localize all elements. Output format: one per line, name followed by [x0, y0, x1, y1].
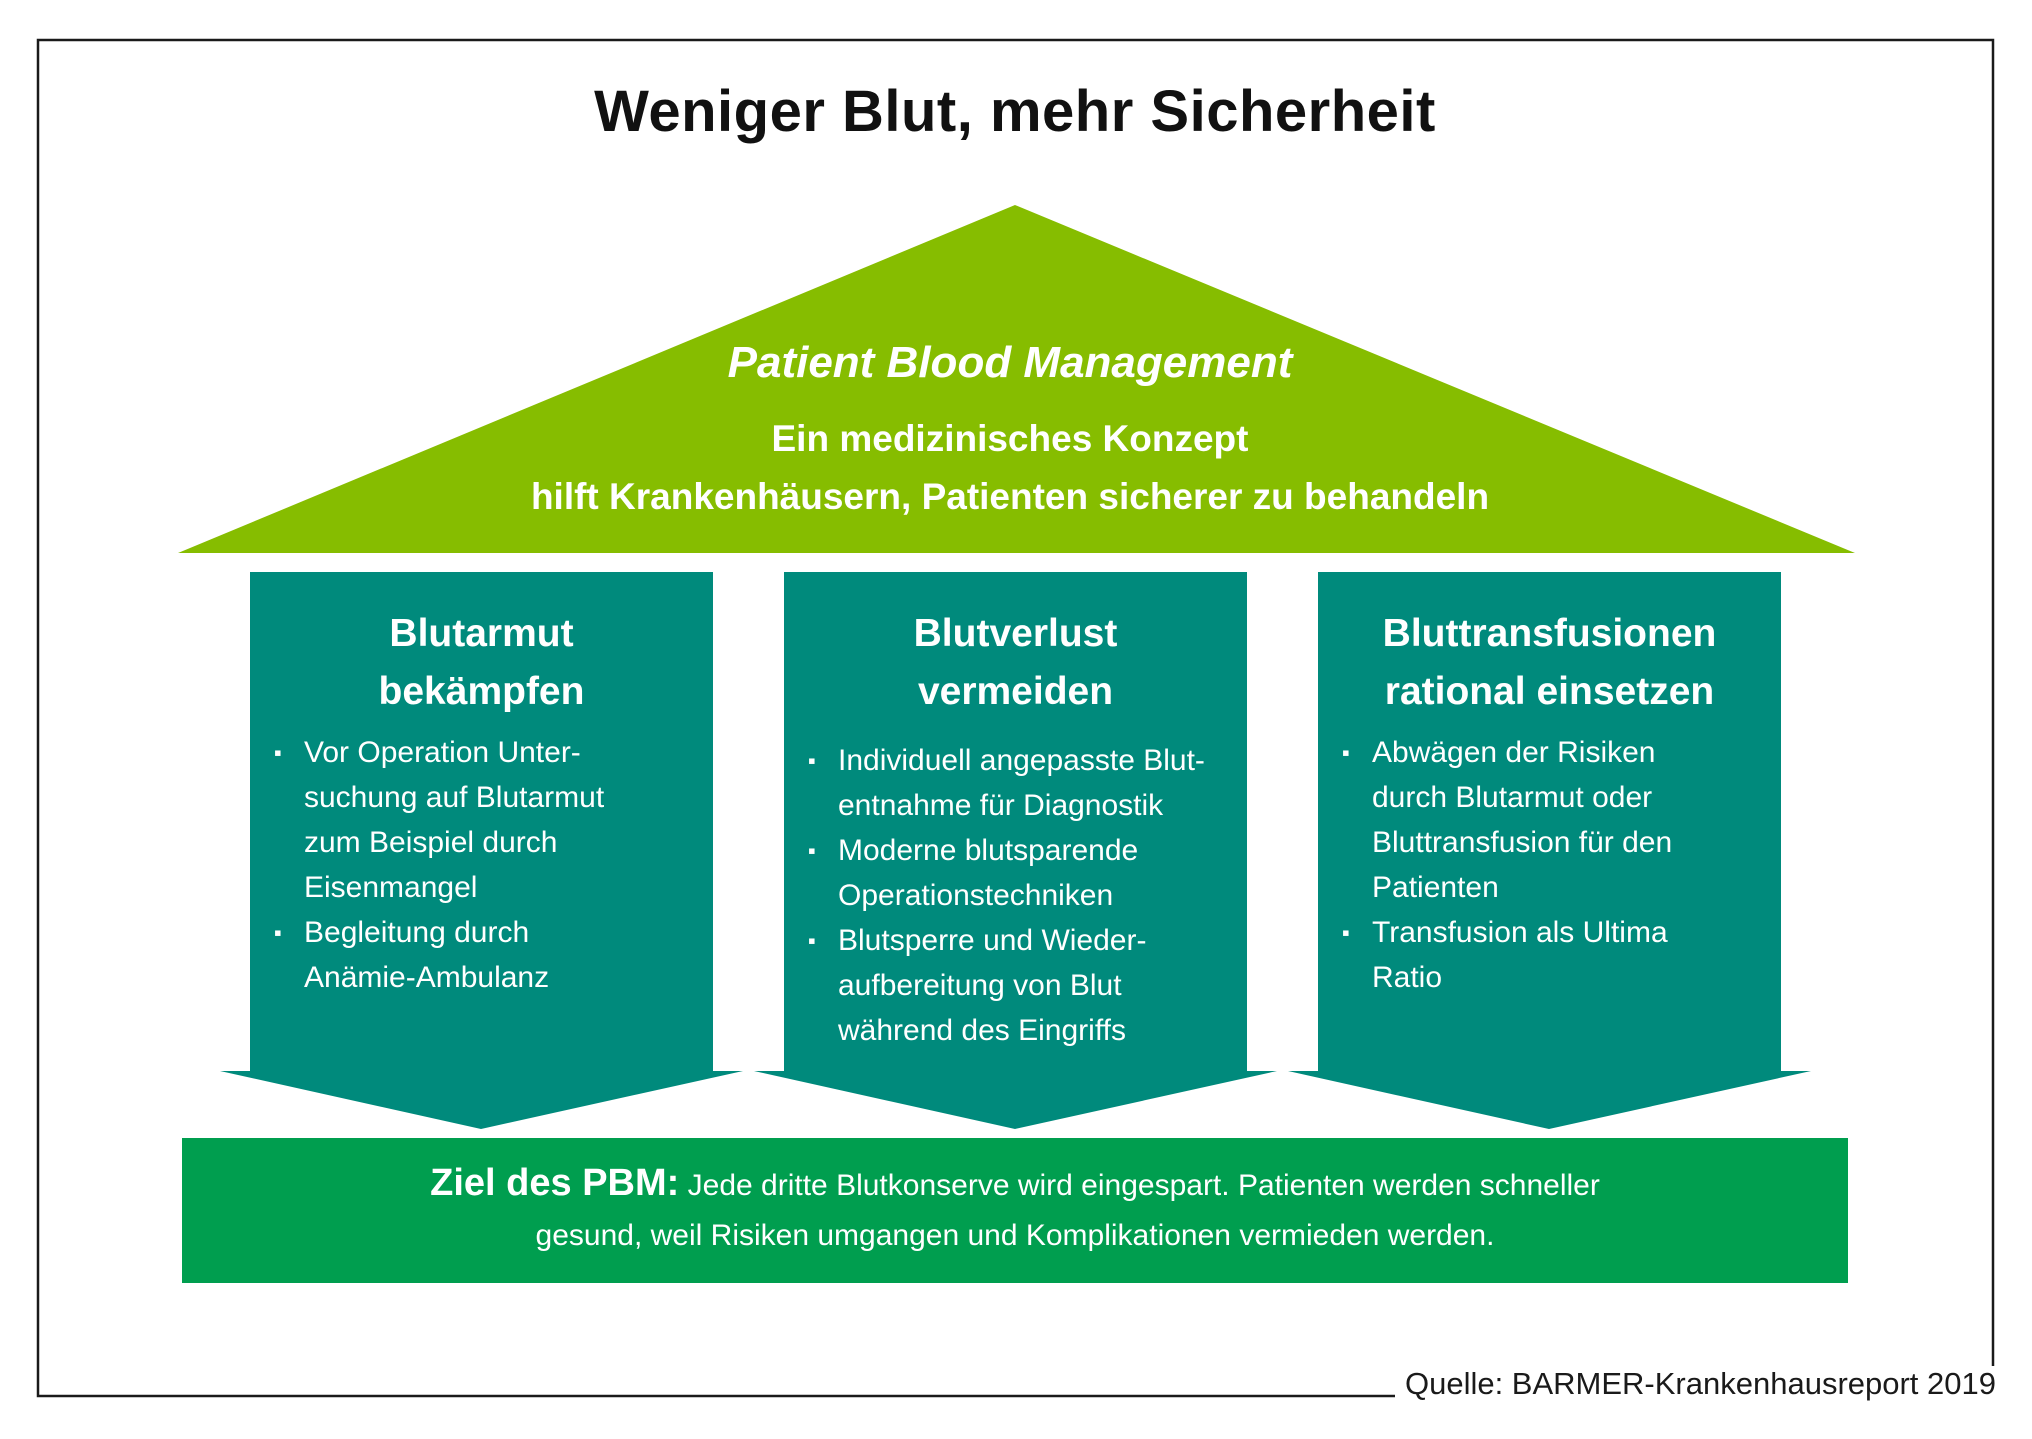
- goal-label: Ziel des PBM:: [430, 1162, 680, 1204]
- pillar-title-line: Blutverlust: [913, 612, 1118, 655]
- list-item-line: durch Blutarmut oder: [1372, 781, 1653, 814]
- list-item-line: Bluttransfusion für den: [1372, 826, 1673, 859]
- bullet-icon: ▪: [1342, 920, 1350, 945]
- pillar-list-3: ▪ Abwägen der Risiken durch Blutarmut od…: [1340, 730, 1780, 1000]
- goal-text: Ziel des PBM: Jede dritte Blutkonserve w…: [182, 1158, 1848, 1261]
- roof-shape: [178, 205, 1855, 553]
- pillar-title-2: Blutverlust vermeiden: [784, 605, 1247, 721]
- list-item: ▪ Begleitung durch Anämie-Ambulanz: [272, 910, 702, 1000]
- list-item-line: Abwägen der Risiken: [1372, 736, 1656, 769]
- list-item-line: Eisenmangel: [304, 871, 478, 904]
- list-item-line: Ratio: [1372, 961, 1443, 994]
- roof-heading: Patient Blood Management: [727, 338, 1293, 387]
- page-title: Weniger Blut, mehr Sicherheit: [594, 79, 1436, 144]
- list-item-line: Moderne blutsparende: [838, 834, 1139, 867]
- bullet-icon: ▪: [808, 748, 816, 773]
- list-item: ▪ Transfusion als Ultima Ratio: [1340, 910, 1780, 1000]
- pillar-title-line: rational einsetzen: [1384, 670, 1715, 713]
- list-item-line: zum Beispiel durch: [304, 826, 558, 859]
- bullet-icon: ▪: [808, 838, 816, 863]
- outer-frame: [36, 38, 1995, 1398]
- list-item-line: aufbereitung von Blut: [838, 969, 1122, 1002]
- bullet-icon: ▪: [274, 920, 282, 945]
- list-item: ▪ Individuell angepasste Blut- entnahme …: [806, 738, 1246, 828]
- list-item-line: Individuell angepasste Blut-: [838, 744, 1205, 777]
- roof-description-line-2: hilft Krankenhäusern, Patienten sicherer…: [530, 476, 1490, 517]
- pillar-title-line: Blutarmut: [389, 612, 574, 655]
- list-item: ▪ Abwägen der Risiken durch Blutarmut od…: [1340, 730, 1780, 910]
- bullet-icon: ▪: [1342, 740, 1350, 765]
- goal-text-line-1: Jede dritte Blutkonserve wird eingespart…: [687, 1169, 1600, 1202]
- list-item-line: Operationstechniken: [838, 879, 1114, 912]
- list-item: ▪ Blutsperre und Wieder- aufbereitung vo…: [806, 918, 1246, 1053]
- pillar-list-2: ▪ Individuell angepasste Blut- entnahme …: [806, 738, 1246, 1053]
- bullet-icon: ▪: [274, 740, 282, 765]
- pillar-title-line: bekämpfen: [378, 670, 585, 713]
- goal-box: [182, 1138, 1848, 1283]
- bullet-icon: ▪: [808, 928, 816, 953]
- pillar-title-3: Bluttransfusionen rational einsetzen: [1318, 605, 1781, 721]
- pillar-arrow-2: [754, 572, 1277, 1129]
- list-item-line: Vor Operation Unter-: [304, 736, 581, 769]
- goal-text-line-2: gesund, weil Risiken umgangen und Kompli…: [535, 1219, 1495, 1252]
- list-item: ▪ Vor Operation Unter- suchung auf Bluta…: [272, 730, 702, 910]
- list-item-line: während des Eingriffs: [838, 1014, 1126, 1047]
- goal-line-1: Ziel des PBM: Jede dritte Blutkonserve w…: [182, 1158, 1848, 1211]
- list-item: ▪ Moderne blutsparende Operationstechnik…: [806, 828, 1246, 918]
- pillar-arrow-3: [1288, 572, 1811, 1129]
- pillar-title-line: Bluttransfusionen: [1382, 612, 1717, 655]
- list-item-line: Begleitung durch: [304, 916, 530, 949]
- list-item-line: entnahme für Diagnostik: [838, 789, 1164, 822]
- pillar-title-line: vermeiden: [917, 670, 1114, 713]
- pillar-title-1: Blutarmut bekämpfen: [250, 605, 713, 721]
- roof-description-line-1: Ein medizinisches Konzept: [771, 418, 1249, 459]
- list-item-line: Transfusion als Ultima: [1372, 916, 1668, 949]
- list-item-line: Patienten: [1372, 871, 1499, 904]
- pillar-list-1: ▪ Vor Operation Unter- suchung auf Bluta…: [272, 730, 702, 1000]
- list-item-line: Anämie-Ambulanz: [304, 961, 550, 994]
- list-item-line: Blutsperre und Wieder-: [838, 924, 1147, 957]
- list-item-line: suchung auf Blutarmut: [304, 781, 605, 814]
- pillar-arrow-1: [220, 572, 743, 1129]
- source-note: Quelle: BARMER-Krankenhausreport 2019: [1394, 1366, 1996, 1402]
